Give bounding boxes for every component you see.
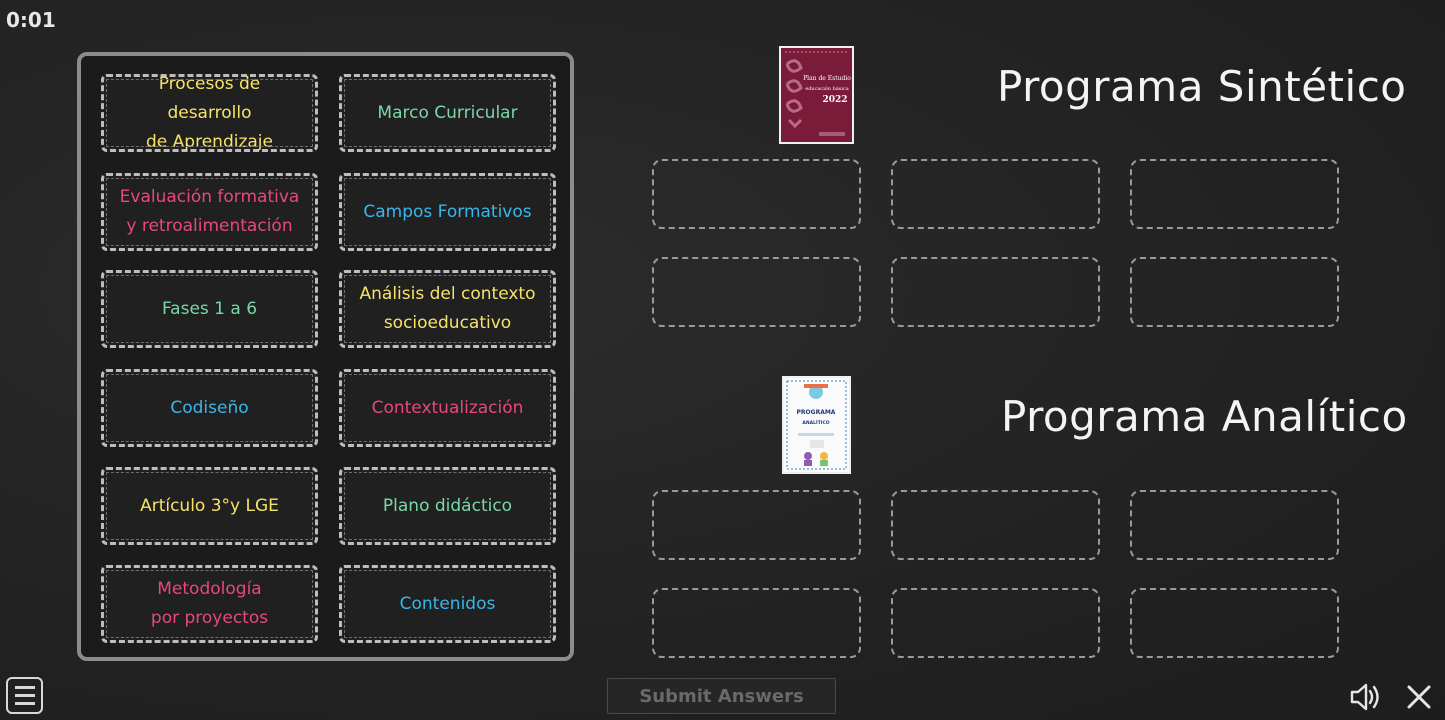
menu-icon [14,686,35,689]
card-text: Artículo 3°y LGE [140,495,279,516]
answer-card[interactable]: Evaluación formativa y retroalimentación [101,173,318,251]
card-text: Plano didáctico [382,495,513,516]
card-text: Campos Formativos [363,201,532,222]
card-text: Evaluación formativa [119,187,300,207]
drop-slot-sintetico[interactable] [652,257,861,327]
drop-slot-analitico[interactable] [652,490,861,560]
card-text: Metodología [157,579,262,599]
programa-analitico-cover-art: PROGRAMA ANALÍTICO [784,378,849,472]
answer-card[interactable]: Metodología por proyectos [101,565,318,643]
card-text: socioeducativo [383,313,512,333]
drop-slot-sintetico[interactable] [891,159,1100,229]
drop-slot-analitico[interactable] [891,490,1100,560]
drop-slot-sintetico[interactable] [1130,257,1339,327]
card-text: Contextualización [371,397,524,418]
close-icon [1407,685,1431,709]
programa-sintetico-title: Programa Sintético [997,62,1407,111]
close-button[interactable] [1402,680,1436,714]
menu-icon [14,702,35,705]
svg-text:2022: 2022 [822,95,847,105]
timer: 0:01 [6,8,56,32]
answer-card[interactable]: Artículo 3°y LGE [101,467,318,545]
drop-slot-sintetico[interactable] [652,159,861,229]
svg-text:PROGRAMA: PROGRAMA [797,409,836,416]
card-text: Fases 1 a 6 [161,298,258,319]
svg-text:Plan de Estudio: Plan de Estudio [803,75,851,82]
card-text: Marco Curricular [377,102,518,123]
answer-card[interactable]: Campos Formativos [339,173,556,251]
submit-answers-button[interactable]: Submit Answers [607,678,836,714]
card-text: Procesos de desarrollo [158,73,261,123]
drop-slot-analitico[interactable] [652,588,861,658]
card-text: de Aprendizaje [146,131,273,152]
drop-slot-analitico[interactable] [891,588,1100,658]
menu-button[interactable] [6,677,43,714]
programa-analitico-title: Programa Analítico [1001,392,1408,441]
answer-card[interactable]: Marco Curricular [339,74,556,152]
card-text: Contenidos [399,593,496,614]
answer-card[interactable]: Codiseño [101,369,318,447]
drop-slot-analitico[interactable] [1130,588,1339,658]
card-text: por proyectos [150,608,269,628]
sound-button[interactable] [1348,680,1382,714]
drop-slot-sintetico[interactable] [1130,159,1339,229]
plan-estudio-cover-image: Plan de Estudio educación básica 2022 [779,46,854,144]
answer-card[interactable]: Contextualización [339,369,556,447]
svg-text:ANALÍTICO: ANALÍTICO [802,418,829,426]
answer-card[interactable]: Análisis del contexto socioeducativo [339,270,556,348]
speaker-icon [1350,683,1379,711]
programa-analitico-cover-image: PROGRAMA ANALÍTICO [782,376,851,474]
svg-text:educación básica: educación básica [805,85,849,92]
answer-bank: Procesos de desarrollo de Aprendizaje Ma… [77,52,574,661]
answer-card[interactable]: Fases 1 a 6 [101,270,318,348]
menu-icon [14,694,35,697]
answer-card[interactable]: Procesos de desarrollo de Aprendizaje [101,74,318,152]
drop-slot-sintetico[interactable] [891,257,1100,327]
plan-estudio-cover-art: Plan de Estudio educación básica 2022 [781,48,852,142]
card-text: Análisis del contexto [359,284,536,304]
drop-slot-analitico[interactable] [1130,490,1339,560]
answer-card[interactable]: Plano didáctico [339,467,556,545]
card-text: Codiseño [170,397,249,418]
answer-card[interactable]: Contenidos [339,565,556,643]
card-text: y retroalimentación [126,216,293,236]
